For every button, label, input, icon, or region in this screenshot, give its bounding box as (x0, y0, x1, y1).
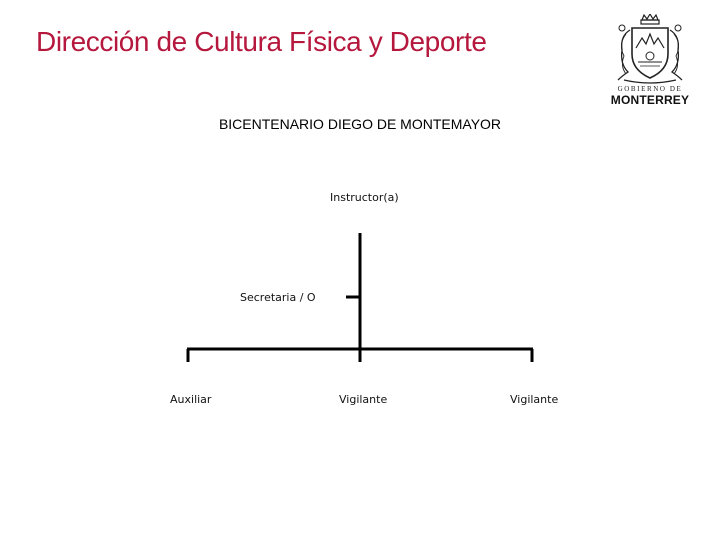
coat-of-arms-icon (617, 14, 683, 84)
node-vigilante-center: Vigilante (339, 393, 388, 406)
monterrey-logo: GOBIERNO DE MONTERREY (608, 14, 692, 107)
logo-subtitle: GOBIERNO DE (617, 85, 683, 93)
node-auxiliar: Auxiliar (170, 393, 212, 406)
org-chart-title: BICENTENARIO DIEGO DE MONTEMAYOR (218, 116, 502, 132)
node-vigilante-right: Vigilante (510, 393, 559, 406)
node-instructor: Instructor(a) (330, 191, 399, 204)
node-secretary: Secretaria / O (240, 291, 316, 304)
page-title: Dirección de Cultura Física y Deporte (36, 26, 487, 57)
logo-name: MONTERREY (610, 93, 690, 107)
